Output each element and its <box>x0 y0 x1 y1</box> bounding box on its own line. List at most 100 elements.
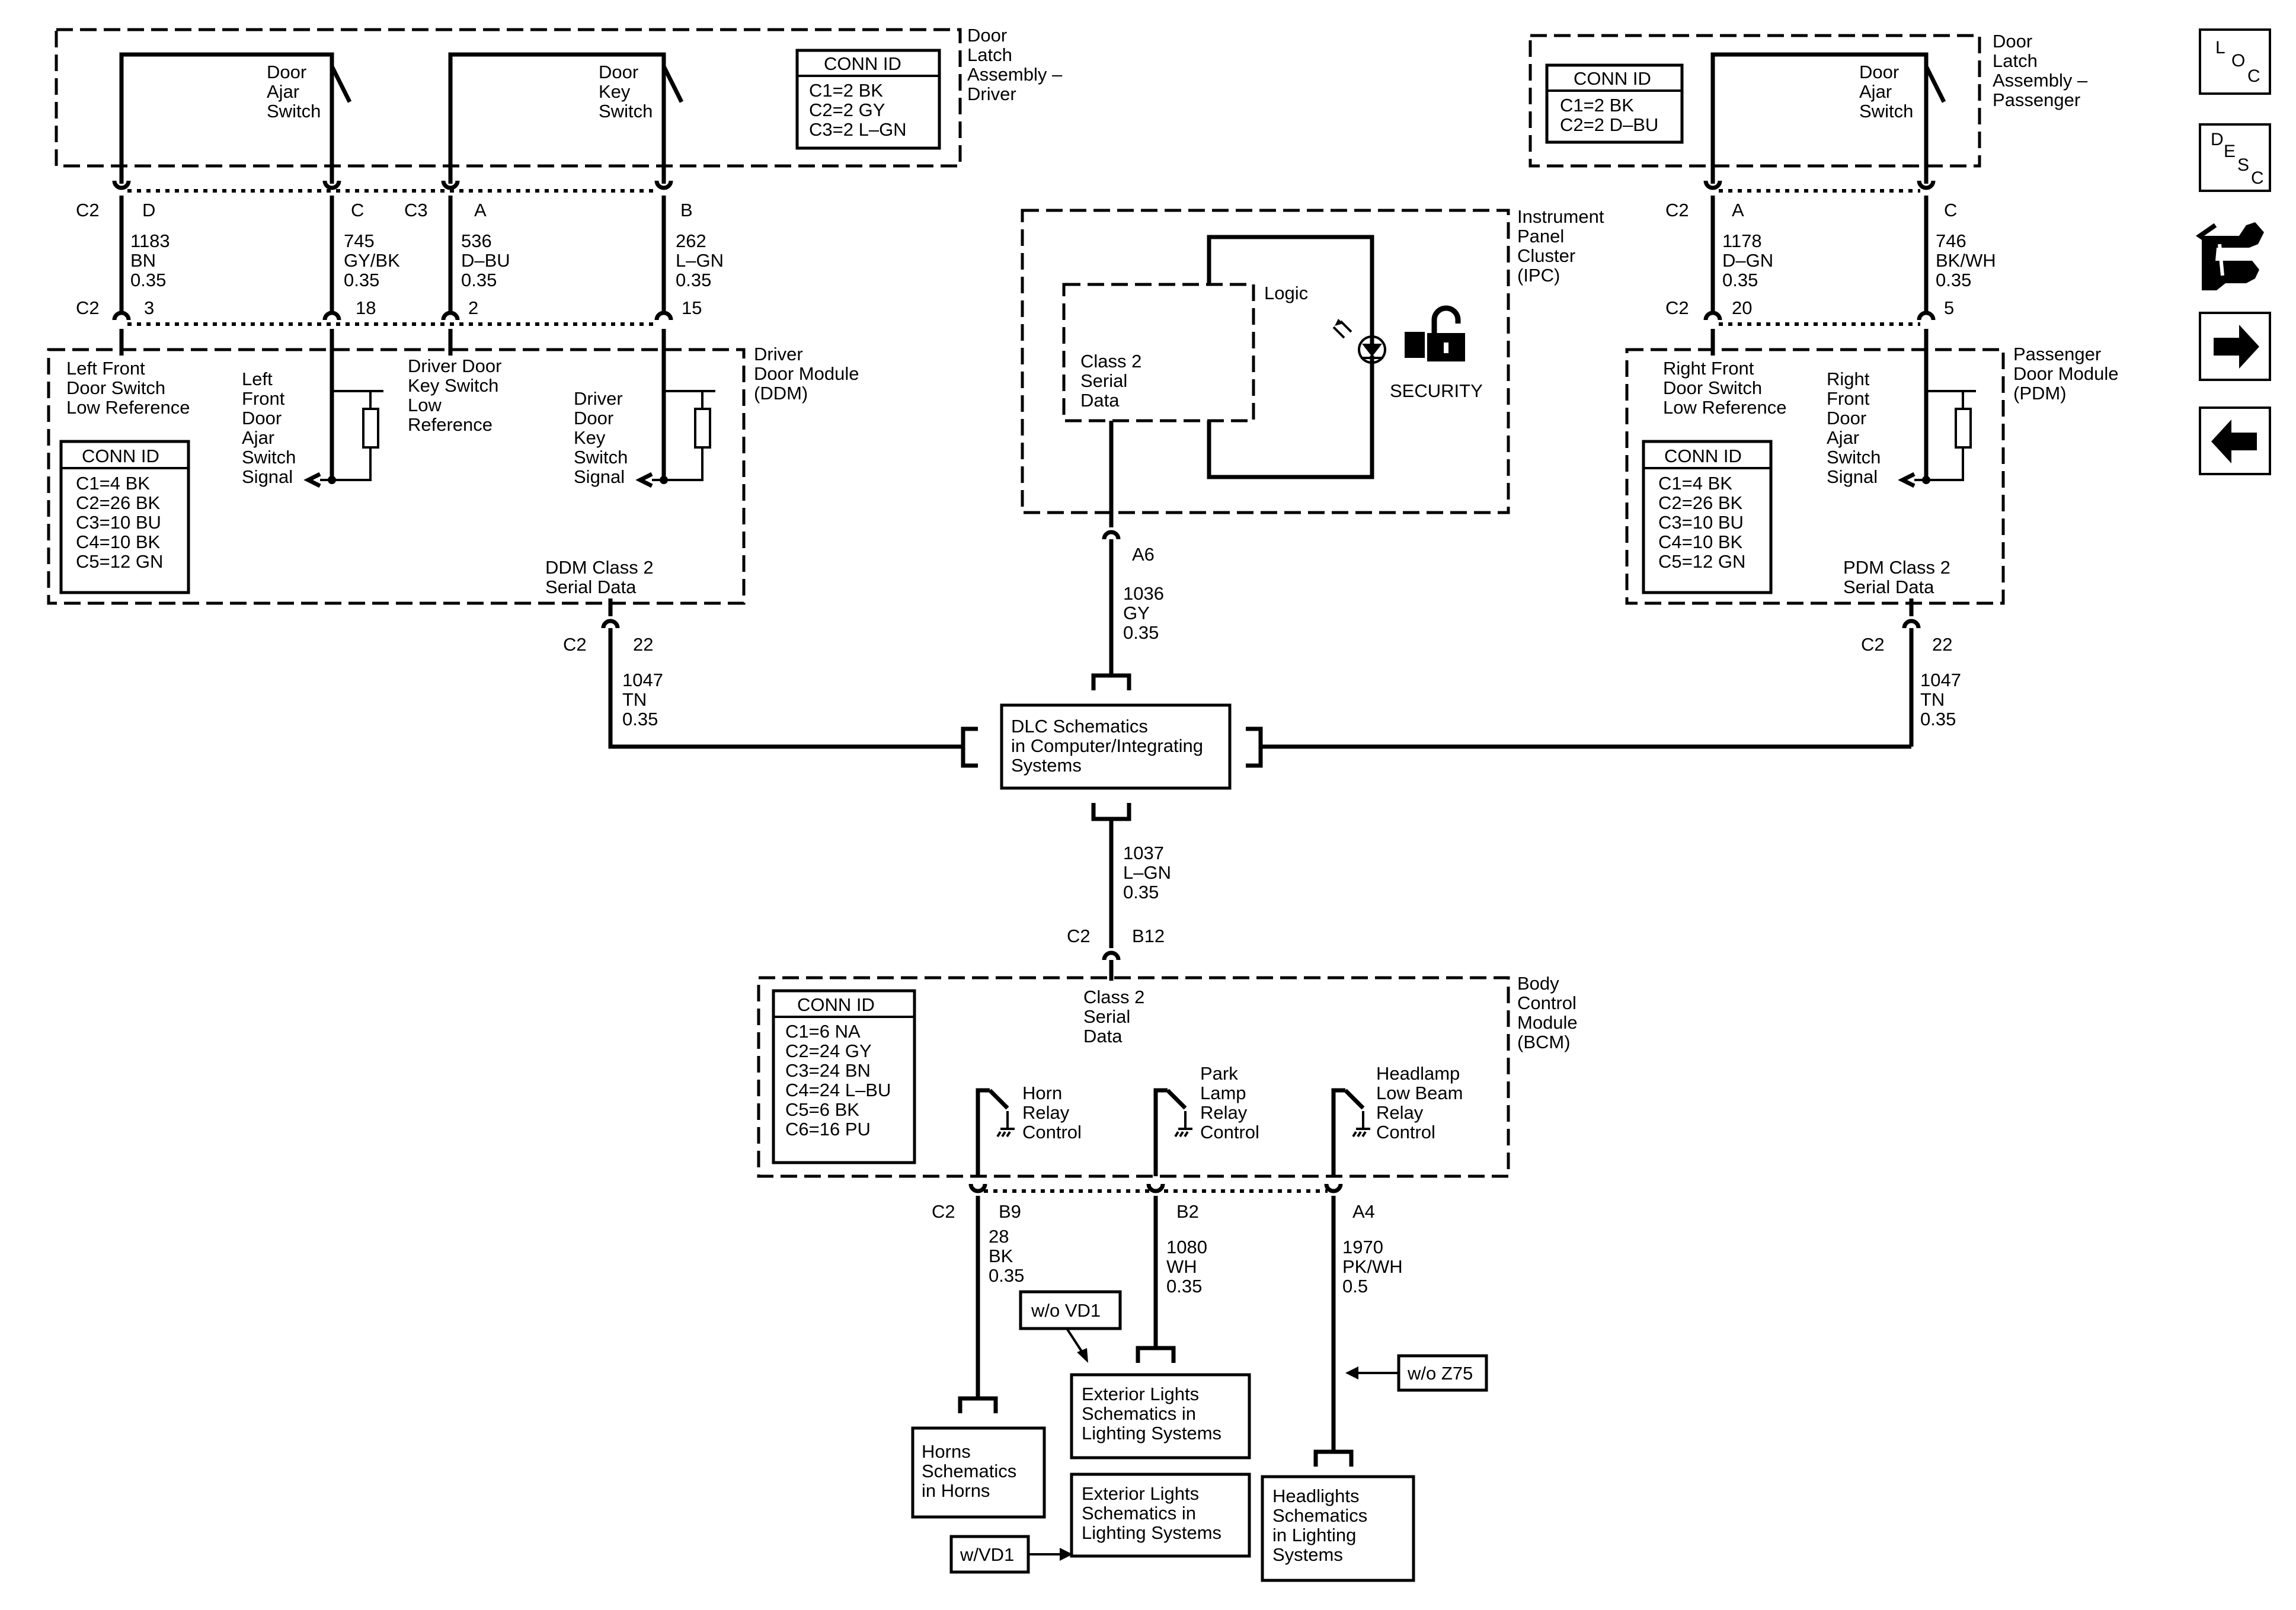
connector-label: C2 <box>1067 926 1091 946</box>
exterior-lights-reference-box[interactable]: Exterior Lights Schematics in Lighting S… <box>1070 1373 1251 1459</box>
signal-label: Front <box>1827 388 1870 409</box>
signal-label: Right Front <box>1663 358 1754 379</box>
ref-text: in Lighting <box>1272 1525 1356 1545</box>
option-text: w/o VD1 <box>1031 1300 1101 1321</box>
driver-connectors-ddm: C2 3 18 2 15 <box>76 297 702 326</box>
wire-label: 1183 <box>130 231 170 251</box>
signal-label: Low Reference <box>66 397 190 418</box>
pin-label: 5 <box>1944 297 1954 318</box>
connector-label: C2 <box>1861 634 1885 655</box>
module-title: Cluster <box>1517 245 1575 266</box>
conn-id-title: CONN ID <box>797 994 875 1015</box>
signal-label: Left <box>242 369 273 389</box>
wire-label: L–GN <box>1123 862 1171 883</box>
module-title: Door <box>967 25 1007 46</box>
relay-label: Relay <box>1376 1102 1424 1123</box>
wire-label: 0.5 <box>1342 1276 1368 1297</box>
desc-button[interactable]: D E S C <box>2199 123 2271 192</box>
right-arrow-icon <box>2214 325 2259 369</box>
module-title: Door Module <box>2013 363 2118 384</box>
module-title: Passenger <box>2013 344 2101 364</box>
conn-id-box <box>772 989 916 1164</box>
wire-label: 0.35 <box>676 270 711 290</box>
conn-id-line: C1=6 NA <box>785 1021 861 1042</box>
relay-label: Relay <box>1200 1102 1248 1123</box>
pin-label: B <box>680 200 693 220</box>
signal-label: Driver Door <box>408 356 501 376</box>
back-arrow-button[interactable] <box>2199 406 2271 475</box>
conn-id-line: C5=6 BK <box>785 1099 859 1120</box>
driver-connectors-latch: C2 D C C3 A B <box>76 180 693 220</box>
desc-icon-letter: D <box>2211 130 2224 149</box>
dlc-reference-box[interactable]: DLC Schematics in Computer/Integrating S… <box>961 703 1911 821</box>
module-title: (BCM) <box>1517 1032 1571 1052</box>
switch-label: Switch <box>267 101 321 121</box>
conn-id-line: C3=10 BU <box>1658 512 1744 533</box>
pin-label: 20 <box>1732 297 1752 318</box>
left-arrow-icon <box>2211 420 2257 463</box>
pin-label: 22 <box>1932 634 1952 655</box>
wire-label: GY <box>1123 603 1150 623</box>
wire-label: 1036 <box>1123 583 1164 604</box>
relay-label: Relay <box>1022 1102 1070 1123</box>
door-latch-driver: Door Ajar Switch Door Key Switch CONN ID… <box>55 25 1063 184</box>
module-title: Assembly – <box>1993 70 2088 91</box>
ref-text: DLC Schematics <box>1011 716 1148 737</box>
ref-text: Systems <box>1272 1544 1343 1565</box>
conn-id-box <box>795 49 941 150</box>
serial-label: Serial Data <box>545 577 637 597</box>
module-title: Driver <box>967 84 1016 104</box>
signal-label: Low <box>408 395 442 415</box>
ref-text: Schematics in <box>1082 1403 1196 1424</box>
wire-label: 262 <box>676 231 706 251</box>
ref-text: Schematics in <box>1082 1503 1196 1523</box>
conn-id-box <box>1545 63 1684 144</box>
next-arrow-button[interactable] <box>2199 312 2271 381</box>
signal-label: Ajar <box>1827 427 1859 448</box>
signal-label: Door Switch <box>1663 377 1762 398</box>
headlights-reference-box[interactable]: Headlights Schematics in Lighting System… <box>1261 1475 1415 1582</box>
wire-label: 745 <box>344 231 375 251</box>
conn-id-line: C2=26 BK <box>1658 492 1743 513</box>
switch-label: Door <box>267 62 306 82</box>
connector-label: C2 <box>76 200 100 220</box>
desc-icon-letter: C <box>2251 168 2264 188</box>
module-title: Door Module <box>754 363 859 384</box>
module-title: Assembly – <box>967 64 1063 85</box>
wire-label: 0.35 <box>1722 270 1758 290</box>
module-title: Latch <box>1993 50 2038 71</box>
wire-label: BK <box>989 1246 1013 1266</box>
wire-label: WH <box>1166 1256 1197 1277</box>
door-latch-passenger: Door Ajar Switch CONN ID C1=2 BK C2=2 D–… <box>1528 31 2088 184</box>
module-title: Instrument <box>1517 206 1604 227</box>
conn-id-line: C3=2 L–GN <box>809 119 907 140</box>
serial-label: PDM Class 2 <box>1843 557 1950 578</box>
module-title: Panel <box>1517 226 1564 247</box>
relay-label: Park <box>1200 1063 1238 1084</box>
option-callout-wo-vd1: w/o VD1 <box>1019 1290 1122 1363</box>
driver-door-module: Left Front Door Switch Low Reference Lef… <box>47 329 859 605</box>
option-text: w/o Z75 <box>1407 1363 1473 1384</box>
wire-label: 0.35 <box>1123 882 1159 902</box>
signal-label: Switch <box>242 447 296 468</box>
relay-label: Horn <box>1022 1083 1062 1103</box>
exterior-lights-reference-box[interactable]: Exterior Lights Schematics in Lighting S… <box>1070 1473 1251 1558</box>
pin-label: 22 <box>633 634 653 655</box>
signal-label: Door <box>242 408 282 428</box>
ref-text: in Computer/Integrating <box>1011 735 1203 756</box>
wire-label: 536 <box>461 231 492 251</box>
passenger-door-module: Right Front Door Switch Low Reference Ri… <box>1625 329 2118 605</box>
signal-label: Ajar <box>242 427 274 448</box>
signal-label: Signal <box>242 466 293 487</box>
hand-wrench-icon[interactable] <box>2195 222 2264 290</box>
wire-label: 1080 <box>1166 1237 1207 1257</box>
conn-id-line: C6=16 PU <box>785 1119 871 1140</box>
conn-id-title: CONN ID <box>824 53 901 74</box>
class2-label: Class 2 <box>1080 351 1141 372</box>
ddm-serial-wire: C2 22 1047 TN 0.35 <box>563 598 963 749</box>
wire-label: TN <box>622 689 647 710</box>
conn-id-line: C5=12 GN <box>1658 551 1745 572</box>
loc-button[interactable]: L O C <box>2199 28 2271 95</box>
horns-reference-box[interactable]: Horns Schematics in Horns <box>911 1426 1046 1519</box>
conn-id-line: C2=24 GY <box>785 1041 872 1061</box>
